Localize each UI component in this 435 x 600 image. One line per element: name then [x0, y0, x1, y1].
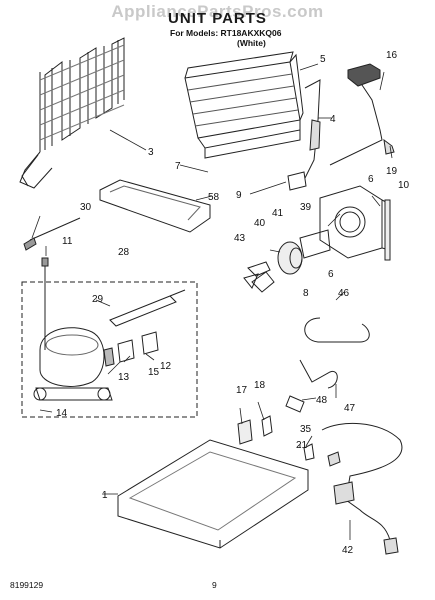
- callout: 16: [386, 50, 398, 61]
- callout: 19: [386, 166, 398, 177]
- callout: 18: [254, 380, 266, 391]
- callout: 40: [254, 218, 266, 229]
- callout: 14: [56, 408, 68, 419]
- condenser-coil: [19, 37, 125, 189]
- compressor: [33, 327, 113, 401]
- callout: 58: [208, 192, 220, 203]
- callout: 43: [234, 233, 246, 244]
- callout: 17: [236, 385, 248, 396]
- callout: 13: [118, 372, 130, 383]
- callout: 4: [330, 114, 336, 125]
- callout: 12: [160, 361, 172, 372]
- document-code: 8199129: [10, 580, 44, 590]
- fan-shroud: [319, 185, 391, 259]
- callout: 48: [316, 395, 328, 406]
- callout: 29: [92, 294, 104, 305]
- callout: 21: [296, 440, 308, 451]
- watermark: AppliancePartsPros.com: [111, 2, 324, 21]
- callout: 28: [118, 247, 130, 258]
- drain-trough: [99, 179, 211, 233]
- callout: 41: [272, 208, 284, 219]
- callout: 8: [303, 288, 309, 299]
- callout: 5: [320, 54, 326, 65]
- callout: 47: [344, 403, 356, 414]
- color-variant: (White): [237, 38, 266, 48]
- callout: 10: [398, 180, 410, 191]
- page-title: UNIT PARTS: [168, 10, 267, 27]
- callout: 1: [102, 490, 108, 501]
- callout-labels: 1 3 4 5 6 6 7 8 9 10 11 12 13 14 15 16 1…: [56, 50, 410, 556]
- evaporator-coil: [184, 51, 304, 159]
- callout: 35: [300, 424, 312, 435]
- callout: 6: [368, 174, 374, 185]
- callout: 6: [328, 269, 334, 280]
- callout: 11: [62, 236, 73, 247]
- base-pan: [117, 439, 309, 549]
- model-line: For Models: RT18AKXKQ06: [170, 28, 282, 38]
- callout: 39: [300, 202, 312, 213]
- callout: 15: [148, 367, 160, 378]
- callout: 30: [80, 202, 92, 213]
- callout: 46: [338, 288, 350, 299]
- page-number: 9: [212, 580, 217, 590]
- callout: 42: [342, 545, 354, 556]
- callout: 7: [175, 161, 181, 172]
- callout: 9: [236, 190, 242, 201]
- callout: 3: [148, 147, 154, 158]
